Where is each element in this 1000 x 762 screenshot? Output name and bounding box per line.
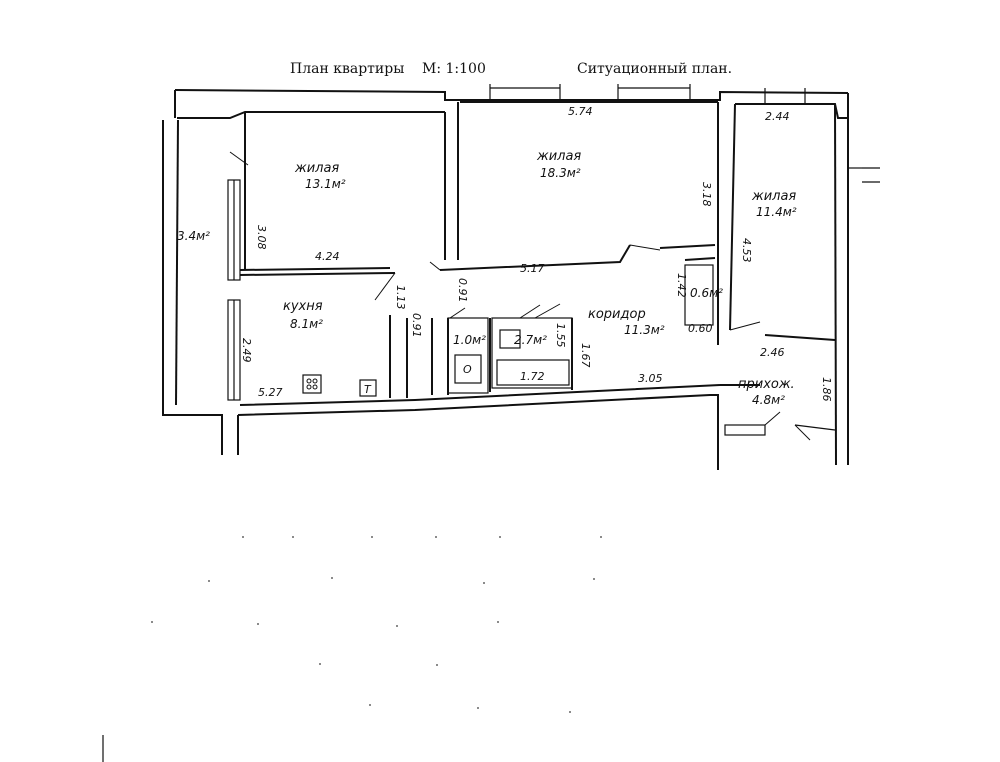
kitchen-name: кухня (283, 299, 323, 314)
dim-5-27: 5.27 (258, 386, 283, 399)
living-room-1-area: 13.1м² (305, 177, 346, 191)
scan-noise (102, 536, 602, 762)
heater-symbol: Т (359, 379, 377, 397)
plan-title: План квартиры (290, 61, 404, 77)
dim-4-53: 4.53 (740, 238, 753, 263)
dim-3-08: 3.08 (255, 225, 268, 250)
toilet-symbol: О (454, 354, 482, 384)
dim-0-60: 0.60 (688, 322, 713, 335)
dim-1-42: 1.42 (675, 273, 688, 298)
hall-name: прихож. (738, 377, 795, 392)
dim-5-74: 5.74 (568, 105, 593, 118)
dim-1-72: 1.72 (520, 370, 545, 383)
loggia-strip (227, 151, 249, 401)
dim-2-46: 2.46 (760, 346, 785, 359)
dim-1-67: 1.67 (579, 343, 592, 368)
living-room-2-area: 18.3м² (540, 166, 581, 180)
corridor-area: 11.3м² (624, 323, 665, 337)
dim-5-17: 5.17 (520, 262, 545, 275)
hall-area: 4.8м² (752, 393, 785, 407)
dim-1-86: 1.86 (820, 377, 833, 402)
window-markers (489, 84, 806, 104)
door-swings (374, 244, 811, 441)
living-room-1-name: жилая (294, 161, 339, 176)
dim-1-13: 1.13 (394, 285, 407, 310)
wc-area: 1.0м² (453, 333, 486, 347)
bath-area: 2.7м² (514, 333, 547, 347)
kitchen-area: 8.1м² (290, 317, 323, 331)
plan-scale: М: 1:100 (422, 61, 486, 77)
closet-area: 0.6м² (690, 286, 723, 300)
stove-symbol (302, 374, 322, 394)
dim-0-91-upper: 0.91 (456, 278, 469, 303)
dim-4-24: 4.24 (315, 250, 340, 263)
living-room-3-area: 11.4м² (756, 205, 797, 219)
dim-2-49: 2.49 (240, 338, 253, 363)
loggia-area: 3.4м² (177, 229, 210, 243)
dim-3-05: 3.05 (638, 372, 663, 385)
interior-walls (239, 102, 836, 436)
living-room-2-name: жилая (536, 149, 581, 164)
dim-3-18: 3.18 (700, 182, 713, 207)
living-room-3-name: жилая (751, 189, 796, 204)
heater-label: Т (364, 383, 372, 396)
toilet-label: О (463, 363, 472, 376)
corridor-name: коридор (588, 307, 646, 322)
outer-walls (162, 89, 880, 470)
dim-2-44: 2.44 (765, 110, 790, 123)
dim-1-55: 1.55 (554, 323, 567, 348)
situation-plan-label: Ситуационный план. (577, 61, 732, 77)
dim-0-91-lower: 0.91 (410, 313, 423, 338)
